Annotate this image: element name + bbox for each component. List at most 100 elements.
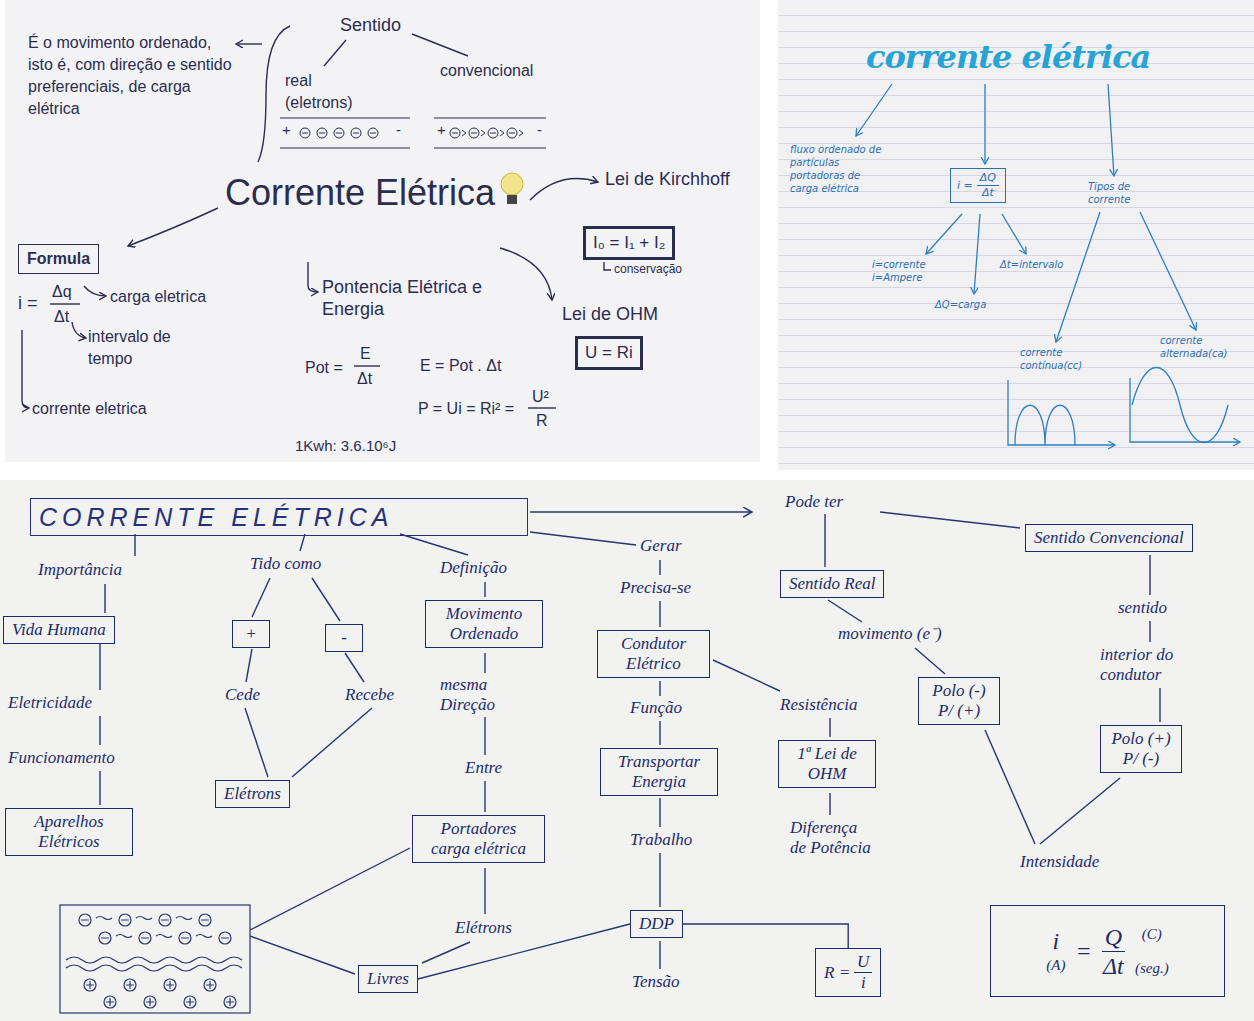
- concept-box: Movimento Ordenado: [425, 600, 543, 648]
- formula-box: Formula: [18, 244, 99, 274]
- leader-line: [829, 793, 830, 815]
- label-text: sentido: [1118, 598, 1167, 618]
- concept-box: Vida Humana: [3, 616, 115, 644]
- label-text: i=corrente i=Ampere: [872, 258, 934, 284]
- leader-line: [22, 330, 29, 408]
- leader-line: [354, 365, 380, 366]
- label-text: Trabalho: [630, 830, 692, 850]
- leader-line: [292, 708, 372, 777]
- concept-box: 1ª Lei de OHM: [778, 740, 876, 788]
- leader-line: [829, 718, 830, 737]
- node-text: i: [1053, 927, 1060, 955]
- node-text: U: [854, 952, 872, 973]
- connector: [683, 924, 848, 948]
- leader-line: [659, 798, 660, 827]
- equation-box: U = Ri: [575, 336, 643, 370]
- drawing-shape: [5, 0, 760, 462]
- leader-line: [528, 407, 556, 408]
- leader-line: [1002, 214, 1026, 254]
- leader-line: [1130, 378, 1240, 442]
- leader-line: [312, 578, 340, 621]
- label-text: Tipos de corrente: [1088, 180, 1148, 206]
- leader-line: [604, 262, 611, 270]
- node-text: Elétrons: [224, 784, 281, 804]
- leader-line: [1149, 555, 1150, 595]
- label-text: R: [536, 410, 548, 432]
- label-text: Δt: [54, 306, 69, 328]
- label-text: U²: [532, 386, 549, 408]
- leader-line: [530, 511, 752, 512]
- leader-line: [280, 118, 546, 148]
- label-text: Elétrons: [455, 918, 512, 938]
- label-text: Δt=intervalo: [1000, 258, 1063, 271]
- node-text: -: [334, 628, 354, 648]
- leader-line: [484, 653, 485, 673]
- leader-line: [1149, 621, 1150, 642]
- node-text: Portadores carga elétrica: [421, 819, 536, 859]
- node-text: i: [861, 973, 866, 993]
- concept-box: Sentido Real: [780, 570, 884, 598]
- drawing-shape: [778, 0, 1254, 470]
- fraction: i(A): [1046, 927, 1065, 975]
- concept-box: Transportar Energia: [600, 748, 718, 796]
- light-bulb: [501, 173, 523, 204]
- leader-line: [106, 998, 234, 1006]
- leader-line: [659, 721, 660, 745]
- leader-line: [828, 600, 862, 622]
- leader-line: [484, 717, 485, 755]
- node-text: U = Ri: [585, 342, 633, 364]
- label-text: Pode ter: [785, 492, 843, 512]
- label-text: Pontencia Elétrica e Energia: [322, 276, 487, 320]
- label-text: Sentido: [340, 14, 401, 36]
- leader-line: [236, 43, 262, 44]
- top-right-lines: [856, 84, 1240, 445]
- fraction: (C)(seg.): [1135, 924, 1169, 978]
- leader-line: [81, 920, 229, 938]
- label-text: Funcionamento: [8, 748, 115, 768]
- leader-line: [659, 681, 660, 696]
- node-text: Livres: [367, 969, 409, 989]
- leader-line: [250, 936, 355, 974]
- label-text: mesma Direção: [440, 675, 530, 715]
- leader-line: [462, 130, 523, 136]
- node-text: Vida Humana: [12, 620, 106, 640]
- label-text: Corrente Elétrica: [225, 172, 495, 214]
- leader-line: [880, 512, 1020, 528]
- leader-line: [659, 853, 660, 907]
- label-text: E = Pot . Δt: [420, 355, 501, 377]
- leader-line: [985, 730, 1035, 844]
- label-text: fluxo ordenado de partículas portadoras …: [790, 143, 890, 195]
- leader-line: [1140, 212, 1196, 330]
- leader-line: [134, 534, 135, 556]
- leader-line: [1056, 212, 1100, 342]
- sign-box: +: [232, 620, 270, 648]
- leader-line: [824, 514, 825, 567]
- equation-box: I₀ = I₁ + I₂: [583, 226, 675, 260]
- label-text: Definição: [440, 558, 507, 578]
- leader-line: [484, 582, 485, 597]
- leader-line: [245, 708, 268, 777]
- label-text: Pot =: [305, 357, 343, 379]
- leader-line: [452, 133, 515, 134]
- node-text: Condutor Elétrico: [606, 634, 701, 674]
- label-text: Lei de OHM: [562, 303, 658, 325]
- label-text: Δq: [52, 281, 72, 303]
- node-text: (A): [1046, 955, 1065, 975]
- label-text: E: [360, 343, 371, 365]
- leader-line: [250, 848, 410, 930]
- fraction: Ui: [854, 952, 872, 993]
- electron-row: [300, 128, 523, 138]
- concept-box: Elétrons: [215, 780, 290, 808]
- label-text: Precisa-se: [620, 578, 691, 598]
- drawing-shape: [501, 173, 523, 195]
- leader-line: [1108, 84, 1114, 176]
- label-text: Cede: [225, 685, 260, 705]
- label-text: Lei de Kirchhoff: [605, 168, 730, 190]
- fraction: QΔt: [1102, 923, 1125, 980]
- leader-line: [984, 84, 985, 164]
- label-text: É o movimento ordenado, isto é, com dire…: [28, 32, 233, 120]
- leader-line: [86, 981, 214, 989]
- leader-line: [530, 532, 636, 545]
